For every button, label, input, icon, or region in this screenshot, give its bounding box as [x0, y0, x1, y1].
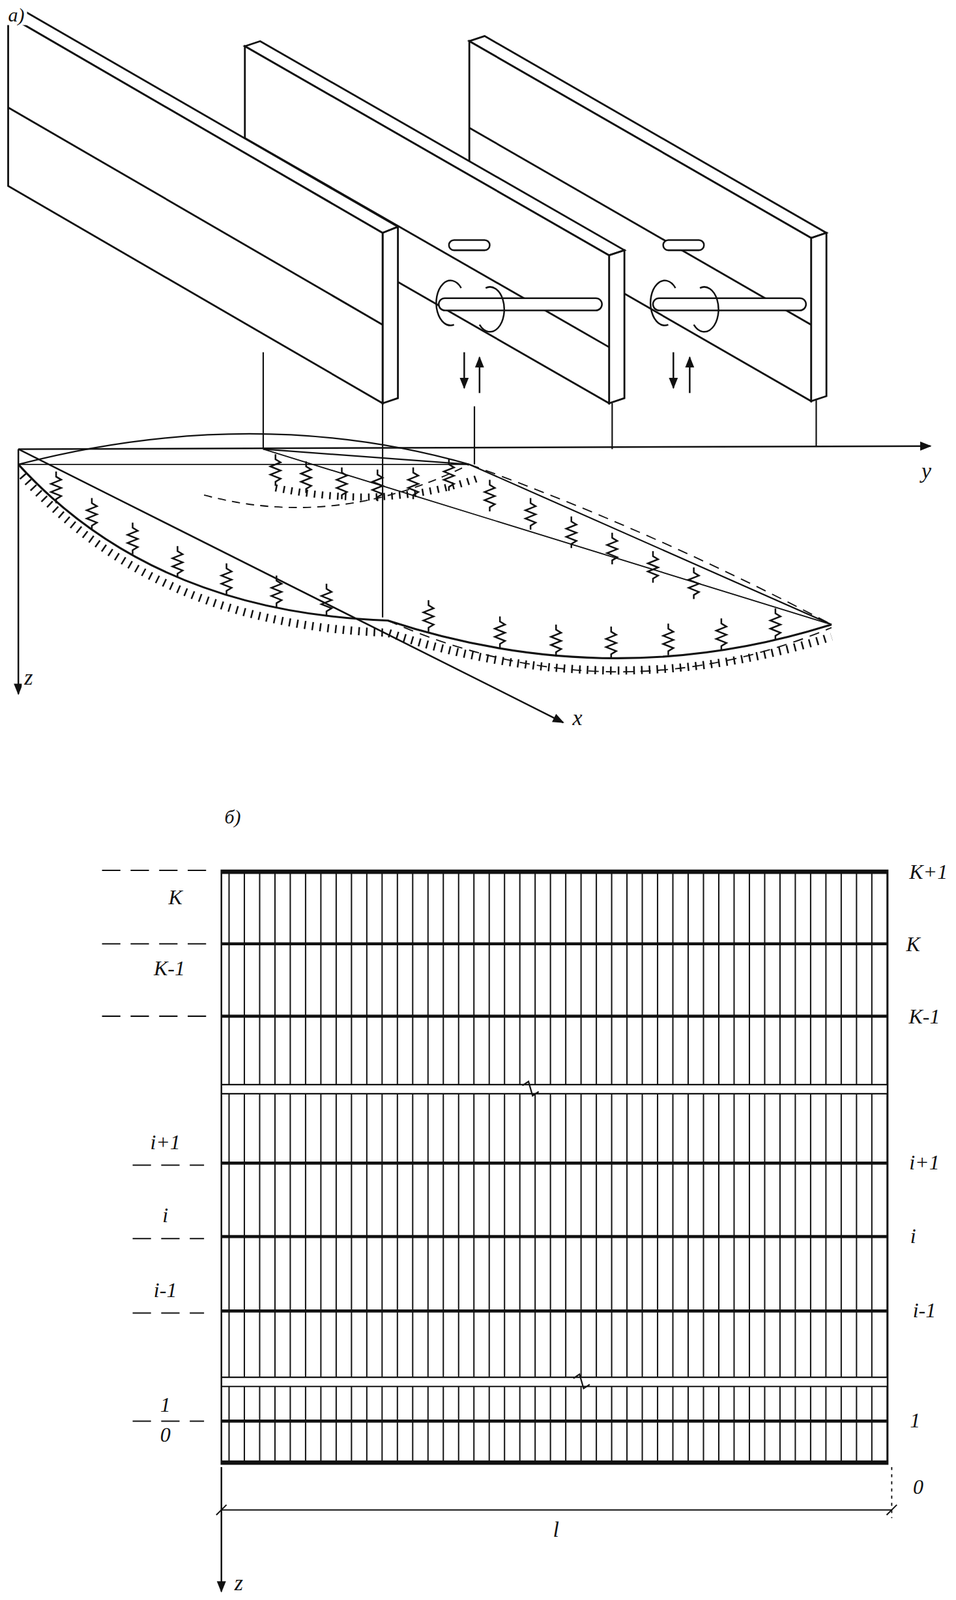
wall-plates [8, 10, 827, 404]
layer-number: i+1 [147, 1131, 183, 1155]
layer-number: i+1 [906, 1151, 942, 1175]
layer-number: K [903, 933, 923, 956]
layer-number: 1 [907, 1409, 923, 1433]
axis-label: y [918, 459, 934, 484]
layer-number: K [166, 886, 186, 910]
layer-number: 0 [910, 1476, 927, 1499]
axis-label: z [21, 665, 36, 690]
layer-number: i-1 [151, 1279, 180, 1303]
layer-number: K-1 [151, 957, 188, 981]
panel-letter: a) [5, 3, 28, 25]
layer-number: i-1 [910, 1299, 940, 1323]
layer-number: i [907, 1225, 919, 1248]
axis-label: x [570, 706, 586, 731]
layer-grid [102, 870, 898, 1593]
layer-number: K+1 [906, 860, 951, 884]
connection-rods [435, 239, 806, 393]
axis-label: z [231, 1571, 246, 1596]
foundation [18, 352, 931, 723]
layer-number: 1 [157, 1394, 174, 1418]
panel-letter: б) [221, 805, 244, 827]
layer-number: 0 [157, 1423, 174, 1447]
layer-number: K-1 [905, 1005, 943, 1029]
layer-number: i [159, 1204, 171, 1228]
dimension-label: l [550, 1518, 562, 1543]
